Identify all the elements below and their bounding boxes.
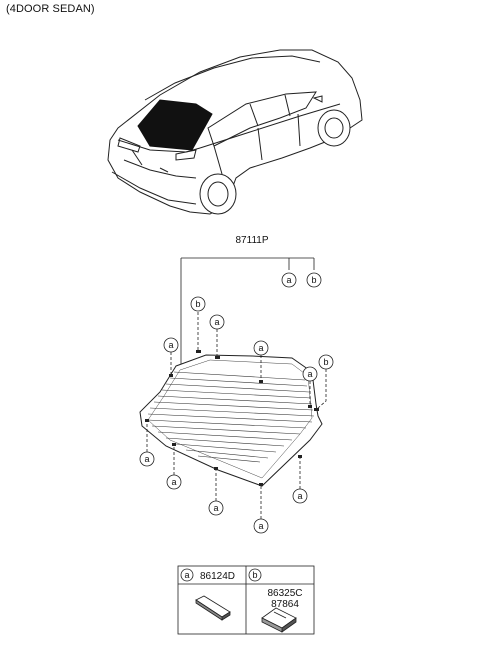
svg-text:a: a — [297, 491, 302, 501]
svg-text:a: a — [258, 521, 263, 531]
legend-part-86124D: 86124D — [200, 571, 235, 582]
svg-text:a: a — [286, 275, 291, 285]
rear-glass — [139, 354, 323, 487]
clip-markers — [145, 350, 319, 486]
assembly-bracket — [180, 257, 315, 372]
callout-b-right: b — [318, 354, 334, 370]
assembly-part-number: 87111P — [236, 235, 269, 246]
variant-label: (4DOOR SEDAN) — [6, 3, 95, 15]
car-illustration — [107, 49, 363, 215]
legend-key-a: a — [180, 568, 194, 582]
callout-a-left-top: a — [163, 337, 179, 353]
svg-text:a: a — [171, 477, 176, 487]
glass-leaders — [146, 312, 327, 519]
svg-text:a: a — [214, 317, 219, 327]
legend-key-b: b — [248, 568, 262, 582]
svg-text:b: b — [311, 275, 316, 285]
callout-a-right: a — [302, 366, 318, 382]
callout-a-left-bottom: a — [139, 451, 155, 467]
bracket-callout-a: a — [281, 272, 297, 288]
svg-text:a: a — [144, 454, 149, 464]
svg-text:a: a — [168, 340, 173, 350]
defroster-grid — [147, 371, 315, 463]
legend-part-86325C: 86325C — [267, 588, 302, 599]
svg-text:a: a — [258, 343, 263, 353]
svg-text:b: b — [323, 357, 328, 367]
callout-a-lower-center: a — [208, 500, 224, 516]
svg-text:a: a — [307, 369, 312, 379]
callout-b-top: b — [190, 296, 206, 312]
legend-part-87864: 87864 — [271, 599, 299, 610]
svg-text:b: b — [195, 299, 200, 309]
callout-a-bottom: a — [253, 518, 269, 534]
svg-text:a: a — [184, 570, 189, 580]
bracket-callout-b: b — [306, 272, 322, 288]
clip-part-illustration — [195, 595, 231, 621]
legend-table: a 86124D b 86325C 87864 — [177, 565, 315, 635]
spacer-part-illustration — [261, 607, 297, 633]
svg-text:a: a — [213, 503, 218, 513]
callout-a-center-top: a — [253, 340, 269, 356]
callout-a-lower-left: a — [166, 474, 182, 490]
callout-a-lower-right: a — [292, 488, 308, 504]
callout-a-top: a — [209, 314, 225, 330]
svg-text:b: b — [252, 570, 257, 580]
